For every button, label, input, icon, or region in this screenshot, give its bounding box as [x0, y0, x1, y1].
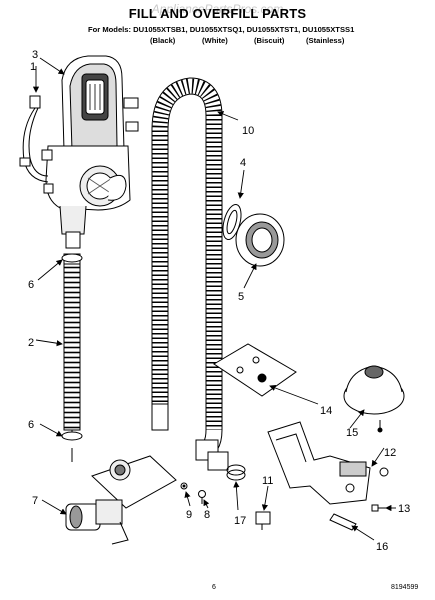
part-clip: [329, 513, 357, 531]
part-vent-cap: [235, 213, 285, 267]
part-mounting-bracket: [213, 343, 297, 397]
callout-10: 10: [242, 125, 254, 137]
callout-5: 5: [238, 291, 244, 303]
callout-9: 9: [186, 509, 192, 521]
part-switch: [255, 511, 271, 530]
callout-16: 16: [376, 541, 388, 553]
part-washer-9: [180, 482, 188, 490]
callout-12: 12: [384, 447, 396, 459]
callout-4: 4: [240, 157, 246, 169]
callout-8: 8: [204, 509, 210, 521]
part-vent-gasket: [222, 203, 242, 241]
callout-2: 2: [28, 337, 34, 349]
part-float: [343, 365, 405, 433]
part-vent-hose: [151, 77, 229, 471]
diagram-title: FILL AND OVERFILL PARTS: [128, 6, 307, 21]
variant-white: (White): [202, 36, 228, 45]
callout-14: 14: [320, 405, 332, 417]
callout-3: 3: [32, 49, 38, 61]
part-water-valve: [65, 455, 177, 545]
document-number: 8194599: [391, 584, 419, 591]
part-screw-8: [198, 490, 206, 504]
callout-15: 15: [346, 427, 358, 439]
part-fill-funnel-housing: [41, 55, 139, 249]
callout-13: 13: [398, 503, 410, 515]
part-float-switch-bracket: [267, 421, 389, 505]
callout-11: 11: [262, 475, 273, 487]
part-hose-clamp-lower: [61, 431, 83, 441]
callout-7: 7: [32, 495, 38, 507]
part-fill-tube: [63, 253, 81, 462]
models-line: For Models: DU1055XTSB1, DU1055XTSQ1, DU…: [88, 25, 355, 34]
leader-lines: [32, 57, 396, 541]
callout-1: 1: [30, 61, 36, 73]
callout-6-lower: 6: [28, 419, 34, 431]
variant-stainless: (Stainless): [306, 36, 345, 45]
part-clamp-17: [226, 464, 246, 481]
page-number: 6: [212, 584, 216, 591]
part-hose-clamp-upper: [61, 253, 83, 263]
variant-biscuit: (Biscuit): [254, 36, 285, 45]
callout-17: 17: [234, 515, 246, 527]
part-wire-harness: [19, 95, 49, 183]
variant-black: (Black): [150, 36, 176, 45]
watermark: AppliancePartsPros.com: [151, 2, 284, 16]
callout-6-upper: 6: [28, 279, 34, 291]
